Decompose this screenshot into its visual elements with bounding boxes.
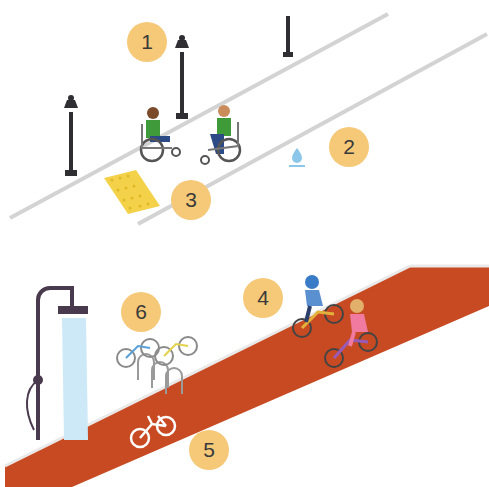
bike-rack: [117, 337, 197, 394]
callout-number: 3: [171, 180, 211, 220]
cyclist: [325, 299, 377, 367]
wheelchair-user: [201, 105, 240, 164]
callout-number: 1: [127, 22, 167, 62]
sidewalk-edge: [138, 34, 487, 224]
bike-lane: [5, 266, 489, 487]
callout-number: 6: [121, 292, 161, 332]
cyclist: [293, 275, 343, 337]
callout-number: 5: [189, 430, 229, 470]
callout-number: 2: [329, 127, 369, 167]
wheelchair-user: [141, 107, 180, 161]
tactile-paving: [104, 170, 160, 214]
callout-number: 4: [243, 278, 283, 318]
bike-symbol: [131, 416, 175, 447]
water-fountain-icon: [289, 148, 305, 166]
shower: [27, 288, 88, 440]
lamppost: [64, 16, 293, 176]
